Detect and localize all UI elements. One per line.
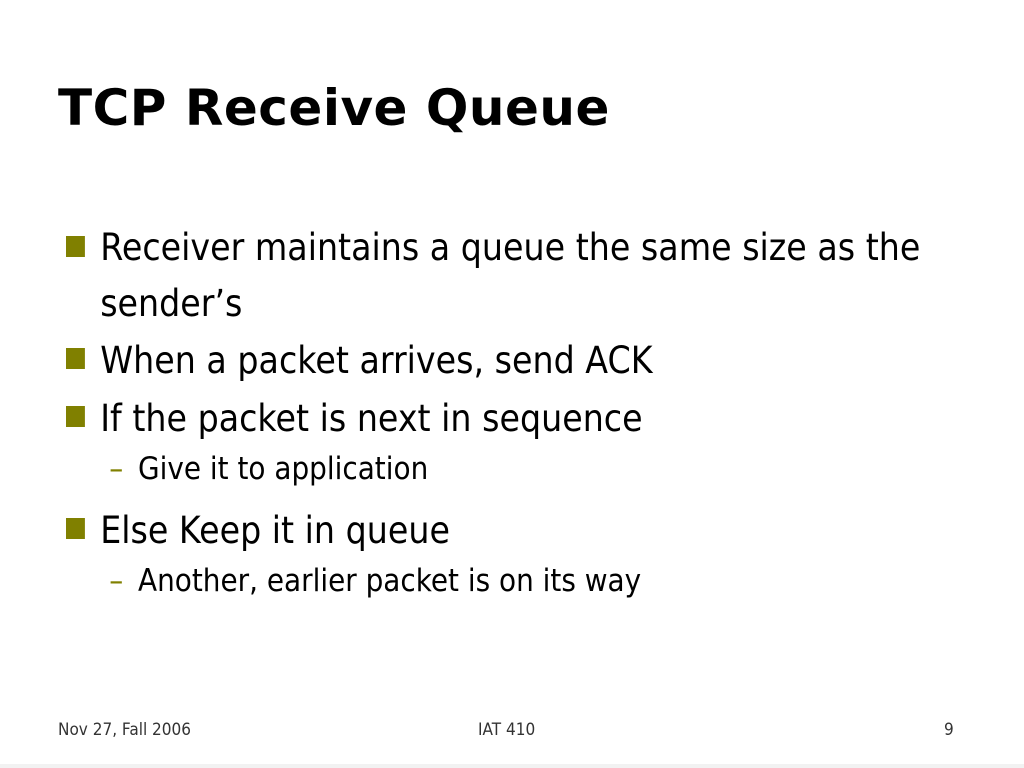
bottom-divider xyxy=(0,764,1024,768)
square-bullet-icon xyxy=(66,406,85,427)
bullet-text: When a packet arrives, send ACK xyxy=(100,339,653,382)
square-bullet-icon xyxy=(66,348,85,369)
dash-bullet-icon: – xyxy=(109,563,124,599)
bullet-text: If the packet is next in sequence xyxy=(100,397,643,440)
bullet-text: Receiver maintains a queue the same size… xyxy=(100,226,921,325)
footer-date: Nov 27, Fall 2006 xyxy=(58,720,192,740)
sub-bullet-item: – Another, earlier packet is on its way xyxy=(66,554,876,608)
sub-bullet-text: Another, earlier packet is on its way xyxy=(138,563,642,599)
footer-page-number: 9 xyxy=(944,720,954,740)
bullet-item: If the packet is next in sequence xyxy=(66,390,876,448)
sub-bullet-item: – Give it to application xyxy=(66,442,876,496)
dash-bullet-icon: – xyxy=(109,451,124,487)
bullet-item: Else Keep it in queue xyxy=(66,502,876,560)
square-bullet-icon xyxy=(66,236,85,257)
bullet-list: Receiver maintains a queue the same size… xyxy=(66,220,966,614)
bullet-text: Else Keep it in queue xyxy=(100,509,450,552)
bullet-item: When a packet arrives, send ACK xyxy=(66,332,876,390)
sub-bullet-text: Give it to application xyxy=(138,451,429,487)
square-bullet-icon xyxy=(66,518,85,539)
bullet-item: Receiver maintains a queue the same size… xyxy=(66,220,964,332)
footer-course: IAT 410 xyxy=(478,720,536,740)
slide-title: TCP Receive Queue xyxy=(58,79,610,137)
